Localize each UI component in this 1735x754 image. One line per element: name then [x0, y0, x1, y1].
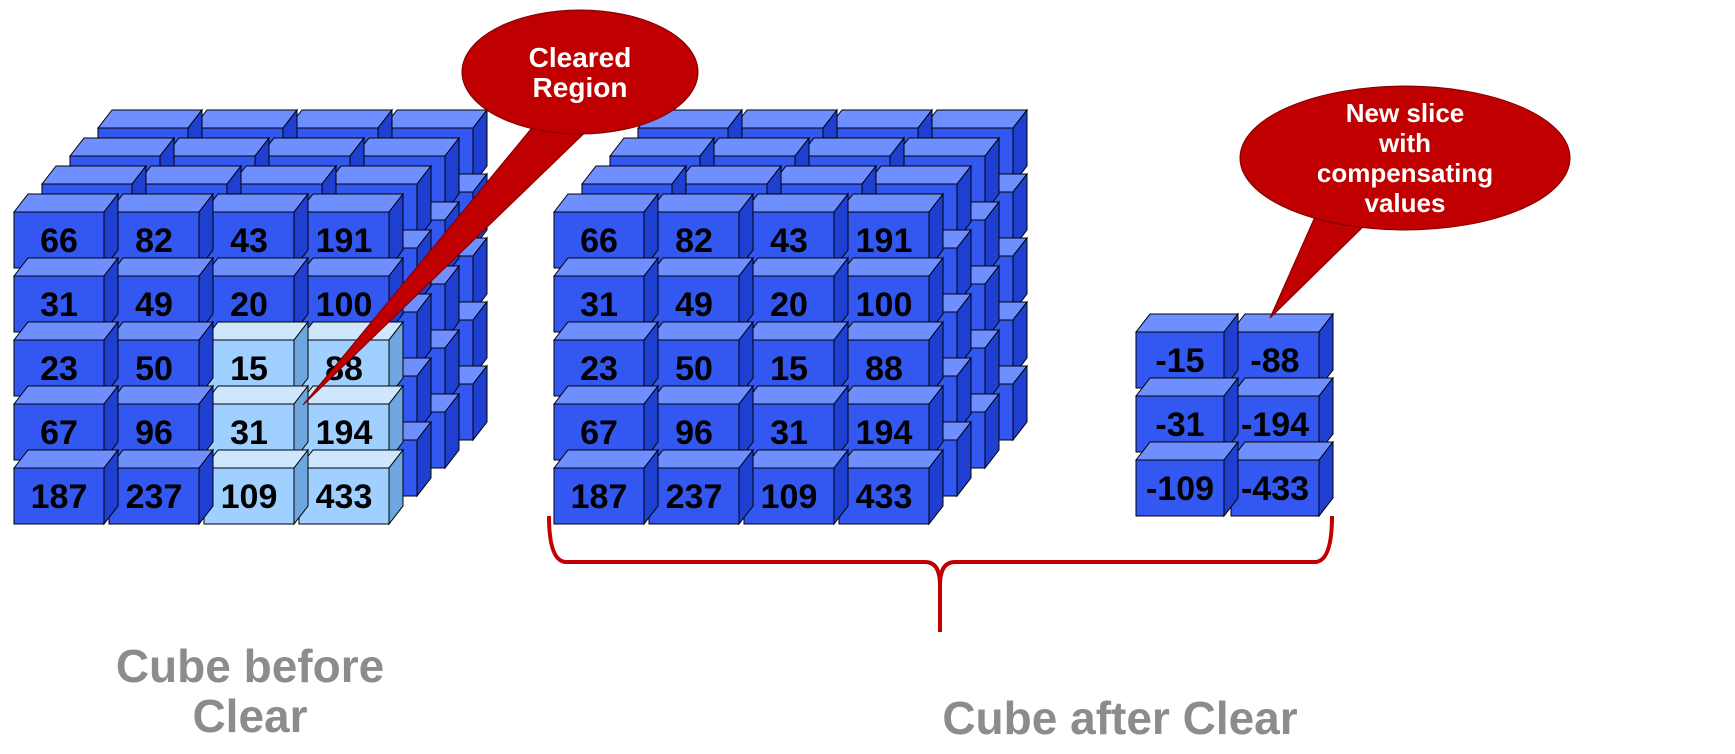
before-value-r0-c3: 191 — [316, 222, 373, 260]
cleared-region-callout-text-line-1: Cleared — [529, 42, 632, 73]
after-value-r3-c2: 31 — [770, 414, 808, 452]
before-value-r0-c0: 66 — [40, 222, 78, 260]
after-cell-r4-c0 — [552, 448, 660, 526]
after-value-r0-c0: 66 — [580, 222, 618, 260]
cube-before-caption-line-2: Clear — [192, 689, 308, 742]
after-value-r1-c2: 20 — [770, 286, 808, 324]
after-value-r2-c2: 15 — [770, 350, 808, 388]
slice-cell-r2-c1 — [1229, 440, 1335, 518]
cube-before-caption-line-1: Cube before — [115, 640, 385, 692]
new-slice-cube: -15 -88 -31 -194 -109 -433 — [1134, 312, 1335, 518]
slice-value-r1-c0: -31 — [1155, 406, 1204, 444]
slice-cell-r2-c0 — [1134, 440, 1240, 518]
before-value-r1-c0: 31 — [40, 286, 78, 324]
before-value-r0-c1: 82 — [135, 222, 173, 260]
before-cell-r3-c2 — [202, 384, 310, 462]
before-value-r4-c3: 433 — [316, 478, 373, 516]
slice-value-r0-c0: -15 — [1155, 342, 1204, 380]
after-cell-r4-c1 — [647, 448, 755, 526]
cube-after-caption: Cube after Clear — [942, 692, 1298, 744]
after-value-r3-c3: 194 — [856, 414, 913, 452]
new-slice-callout-bubble — [1239, 85, 1571, 231]
before-value-r1-c1: 49 — [135, 286, 173, 324]
cube-after-brace — [547, 515, 1334, 632]
before-cell-r4-c1 — [107, 448, 215, 526]
after-value-r0-c2: 43 — [770, 222, 808, 260]
before-value-r0-c2: 43 — [230, 222, 268, 260]
new-slice-callout-text-line-4: values — [1365, 188, 1446, 218]
before-value-r2-c0: 23 — [40, 350, 78, 388]
cleared-region-callout-text-line-2: Region — [533, 72, 628, 103]
after-value-r4-c3: 433 — [856, 478, 913, 516]
before-cell-r4-c2 — [202, 448, 310, 526]
before-value-r4-c0: 187 — [31, 478, 88, 516]
before-value-r1-c3: 100 — [316, 286, 373, 324]
after-value-r1-c1: 49 — [675, 286, 713, 324]
slice-value-r2-c0: -109 — [1146, 470, 1214, 508]
after-value-r1-c0: 31 — [580, 286, 618, 324]
slice-value-r0-c1: -88 — [1250, 342, 1299, 380]
after-value-r4-c1: 237 — [666, 478, 723, 516]
brace-line — [547, 515, 1334, 632]
after-value-r3-c0: 67 — [580, 414, 618, 452]
after-value-r3-c1: 96 — [675, 414, 713, 452]
new-slice-callout-text-line-2: with — [1378, 128, 1431, 158]
cleared-region-callout-bubble — [461, 9, 699, 135]
new-slice-callout-text-line-1: New slice — [1346, 98, 1465, 128]
before-value-r3-c3: 194 — [316, 414, 373, 452]
slice-value-r1-c1: -194 — [1241, 406, 1309, 444]
before-value-r3-c2: 31 — [230, 414, 268, 452]
after-value-r2-c1: 50 — [675, 350, 713, 388]
new-slice-callout-text-line-3: compensating — [1317, 158, 1493, 188]
after-value-r2-c3: 88 — [865, 350, 903, 388]
cube-after-clear: 66 82 43 191 31 49 20 100 23 50 15 88 67 96 31 194 187 23… — [552, 108, 1029, 526]
before-cell-r4-c0 — [12, 448, 120, 526]
after-value-r4-c0: 187 — [571, 478, 628, 516]
after-cell-r4-c3 — [837, 448, 945, 526]
after-value-r0-c3: 191 — [856, 222, 913, 260]
after-value-r2-c0: 23 — [580, 350, 618, 388]
before-value-r2-c1: 50 — [135, 350, 173, 388]
before-value-r4-c2: 109 — [221, 478, 278, 516]
before-value-r4-c1: 237 — [126, 478, 183, 516]
after-value-r1-c3: 100 — [856, 286, 913, 324]
after-cell-r4-c2 — [742, 448, 850, 526]
before-value-r3-c1: 96 — [135, 414, 173, 452]
before-value-r3-c0: 67 — [40, 414, 78, 452]
cube-before-caption: Cube before Clear — [60, 640, 440, 742]
after-value-r4-c2: 109 — [761, 478, 818, 516]
slice-value-r2-c1: -433 — [1241, 470, 1309, 508]
before-value-r1-c2: 20 — [230, 286, 268, 324]
before-value-r2-c2: 15 — [230, 350, 268, 388]
after-value-r0-c1: 82 — [675, 222, 713, 260]
